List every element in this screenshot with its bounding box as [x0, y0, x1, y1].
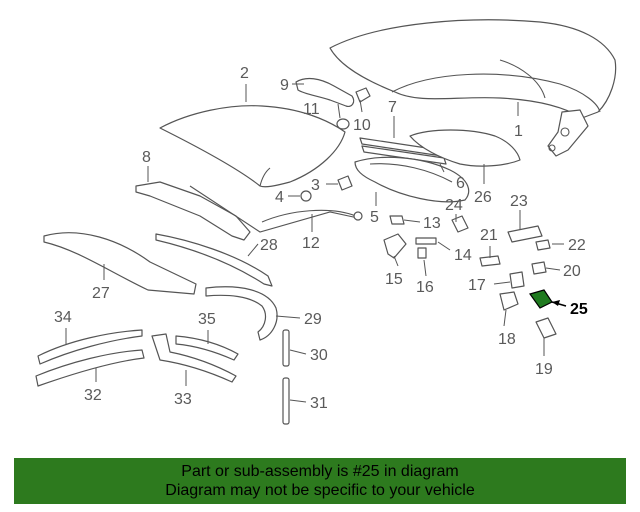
part-10-clip[interactable] [355, 87, 371, 103]
label-6: 6 [456, 175, 465, 192]
part-29-corner-seal[interactable] [205, 286, 278, 341]
part-27-side-rail[interactable] [43, 232, 197, 295]
label-29: 29 [304, 311, 322, 328]
part-9-latch[interactable] [295, 77, 355, 107]
info-banner: Part or sub-assembly is #25 in diagram D… [14, 458, 626, 504]
label-12: 12 [302, 235, 320, 252]
label-22: 22 [568, 237, 586, 254]
label-17: 17 [468, 277, 486, 294]
part-5-frame[interactable] [354, 156, 470, 203]
part-8-hinge-arm[interactable] [135, 181, 359, 241]
part-23-cover[interactable] [507, 225, 543, 243]
label-33: 33 [174, 391, 192, 408]
part-25-highlight[interactable] [529, 289, 553, 309]
part-28-rail[interactable] [155, 233, 273, 287]
label-19: 19 [535, 361, 553, 378]
part-30-seal[interactable] [282, 329, 290, 367]
label-1: 1 [514, 123, 523, 140]
part-21-pad[interactable] [479, 255, 501, 267]
banner-line-2: Diagram may not be specific to your vehi… [165, 482, 475, 499]
part-15-bracket[interactable] [383, 233, 407, 259]
highlight-arrowhead [552, 300, 560, 306]
label-16: 16 [416, 279, 434, 296]
banner-line-1: Part or sub-assembly is #25 in diagram [181, 463, 459, 480]
part-16-clip[interactable] [417, 247, 427, 259]
label-30: 30 [310, 347, 328, 364]
part-19-latch[interactable] [535, 317, 557, 339]
part-32-weatherstrip[interactable] [35, 349, 145, 387]
label-14: 14 [454, 247, 472, 264]
label-34: 34 [54, 309, 72, 326]
part-17-switch[interactable] [509, 271, 525, 289]
label-10: 10 [353, 117, 371, 134]
label-18: 18 [498, 331, 516, 348]
label-28: 28 [260, 237, 278, 254]
part-1-convertible-top[interactable] [329, 19, 617, 157]
part-26-rear-window[interactable] [409, 129, 521, 167]
label-26: 26 [474, 189, 492, 206]
part-12-cable[interactable] [261, 209, 363, 223]
label-24: 24 [445, 197, 463, 214]
label-25: 25 [570, 301, 588, 318]
part-33-weatherstrip[interactable] [151, 333, 237, 383]
label-7: 7 [388, 99, 397, 116]
part-labels: 1 2 3 4 5 6 7 8 9 10 11 12 13 14 15 16 1… [54, 65, 588, 412]
part-13-screw[interactable] [389, 215, 405, 225]
label-5: 5 [370, 209, 379, 226]
part-11-nut[interactable] [336, 118, 350, 130]
part-22-cap[interactable] [535, 239, 551, 251]
label-35: 35 [198, 311, 216, 328]
label-8: 8 [142, 149, 151, 166]
part-4-grommet[interactable] [300, 190, 312, 202]
label-31: 31 [310, 395, 328, 412]
label-32: 32 [84, 387, 102, 404]
label-11: 11 [303, 101, 320, 118]
label-23: 23 [510, 193, 528, 210]
label-9: 9 [280, 77, 289, 94]
label-20: 20 [563, 263, 581, 280]
label-2: 2 [240, 65, 249, 82]
leader-lines [65, 83, 567, 403]
label-27: 27 [92, 285, 110, 302]
part-18-lever[interactable] [499, 291, 519, 311]
part-35-weatherstrip[interactable] [175, 335, 239, 361]
part-2-rear-panel[interactable] [159, 105, 346, 188]
part-14-pin[interactable] [415, 237, 437, 245]
label-4: 4 [275, 189, 284, 206]
label-21: 21 [480, 227, 498, 244]
part-20-knob[interactable] [531, 261, 547, 275]
part-3-bracket[interactable] [337, 175, 353, 191]
part-34-weatherstrip[interactable] [37, 329, 143, 365]
label-15: 15 [385, 271, 403, 288]
label-13: 13 [423, 215, 441, 232]
part-24-fastener[interactable] [451, 215, 469, 233]
label-3: 3 [311, 177, 320, 194]
part-31-seal[interactable] [282, 377, 290, 425]
